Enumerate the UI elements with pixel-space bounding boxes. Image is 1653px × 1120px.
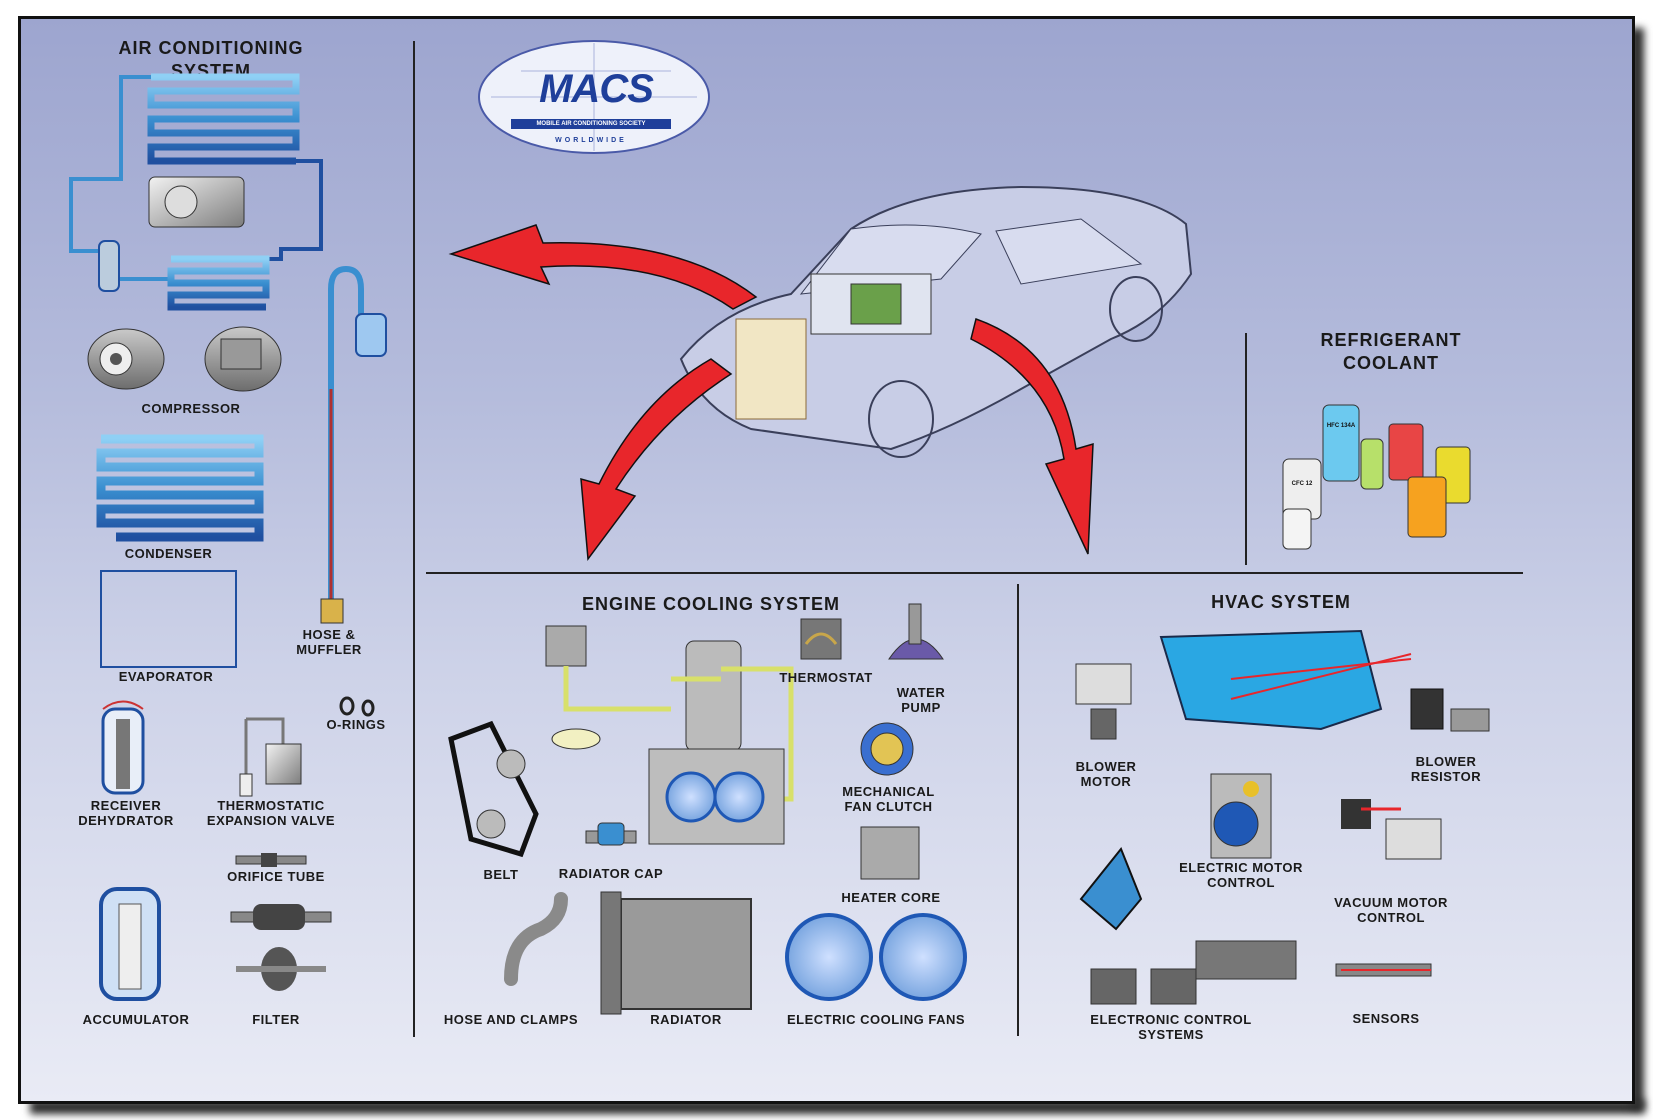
evaporator-coil [97,570,241,668]
water-pump-icon [888,603,944,660]
expansion-valve-icon [239,717,302,797]
coolant-jug-icon [1388,423,1471,538]
filter-label: FILTER [252,1012,300,1027]
radiator-cap-label: RADIATOR CAP [558,866,664,881]
blower-motor-label: BLOWER MOTOR [1075,759,1137,789]
belt-icon [448,720,539,858]
fan-icon [665,771,765,823]
water-pump-label: WATER PUMP [896,685,946,715]
o-rings-icon [339,696,375,717]
heater-core-label: HEATER CORE [841,890,941,905]
motor-control-label: ELECTRIC MOTOR CONTROL [1179,860,1303,890]
refrigerant-header: REFRIGERANT COOLANT [1320,330,1462,373]
hose-clamps-icon [504,892,568,986]
condenser-coil [96,434,264,542]
logo-tagline: MOBILE AIR CONDITIONING SOCIETY [536,121,646,127]
filter-icon [230,904,332,991]
electric-fans-icon [785,913,967,1001]
refrigerant-can-icon [1282,404,1384,550]
blower-motor-icon [1075,663,1132,740]
receiver-dehydrator-icon [101,700,145,795]
belt-label: BELT [483,867,519,882]
fan-clutch-icon [860,722,914,776]
electronic-control-label: ELECTRONIC CONTROL SYSTEMS [1090,1012,1252,1042]
hose-muffler-icon [320,265,387,624]
logo-text: MACS [539,67,654,111]
cfc12-label: CFC 12 [1291,481,1313,487]
hose-muffler-label: HOSE & MUFFLER [296,627,362,657]
blower-resistor-icon [1410,688,1490,732]
receiver-dehydrator-label: RECEIVER DEHYDRATOR [78,798,174,828]
logo-sub: WORLDWIDE [555,137,627,144]
radiator-cap-icon [585,822,637,846]
o-rings-label: O-RINGS [326,717,386,732]
hose-clamps-label: HOSE AND CLAMPS [443,1012,579,1027]
divider-horizontal-middle [426,572,1523,574]
evaporator-label: EVAPORATOR [118,669,214,684]
orifice-tube-label: ORIFICE TUBE [227,869,325,884]
blower-resistor-label: BLOWER RESISTOR [1410,754,1482,784]
ac-system-diagram [69,73,323,311]
divider-vertical-left [413,41,415,1037]
laptop-icon [1079,847,1143,931]
hvac-header: HVAC SYSTEM [1211,592,1351,612]
accumulator-icon [99,887,161,1001]
engine-cooling-header: ENGINE COOLING SYSTEM [581,594,841,614]
hfc134a-label: HFC 134A [1326,423,1356,429]
compressor-icon [87,326,282,392]
thermostat-icon [800,618,842,660]
car-illustration [679,185,1193,458]
poster: AIR CONDITIONING SYSTEM REFRIGERANT COOL… [18,16,1635,1104]
sensors-icon [1335,963,1432,977]
red-arrow [448,224,1094,562]
compressor-label: COMPRESSOR [141,401,241,416]
control-panel-icon [1090,940,1297,1005]
radiator-label: RADIATOR [650,1012,722,1027]
divider-vertical-hvac [1017,584,1019,1036]
motor-control-icon [1210,773,1272,859]
condenser-label: CONDENSER [124,546,213,561]
radiator-icon [600,891,752,1015]
txv-label: THERMOSTATIC EXPANSION VALVE [206,798,336,828]
accumulator-label: ACCUMULATOR [82,1012,190,1027]
divider-vertical-refrigerant [1245,333,1247,565]
thermostat-label: THERMOSTAT [779,670,873,685]
cooling-fans-label: ELECTRIC COOLING FANS [786,1012,966,1027]
heater-core-icon [860,826,920,880]
fan-clutch-label: MECHANICAL FAN CLUTCH [842,784,935,814]
sensors-label: SENSORS [1352,1011,1420,1026]
illustration-layer [69,40,1490,1015]
hvac-case-icon [1159,629,1412,731]
vacuum-control-icon [1341,799,1442,860]
orifice-tube-icon [235,853,307,867]
vacuum-control-label: VACUUM MOTOR CONTROL [1334,895,1448,925]
macs-logo [478,40,710,154]
